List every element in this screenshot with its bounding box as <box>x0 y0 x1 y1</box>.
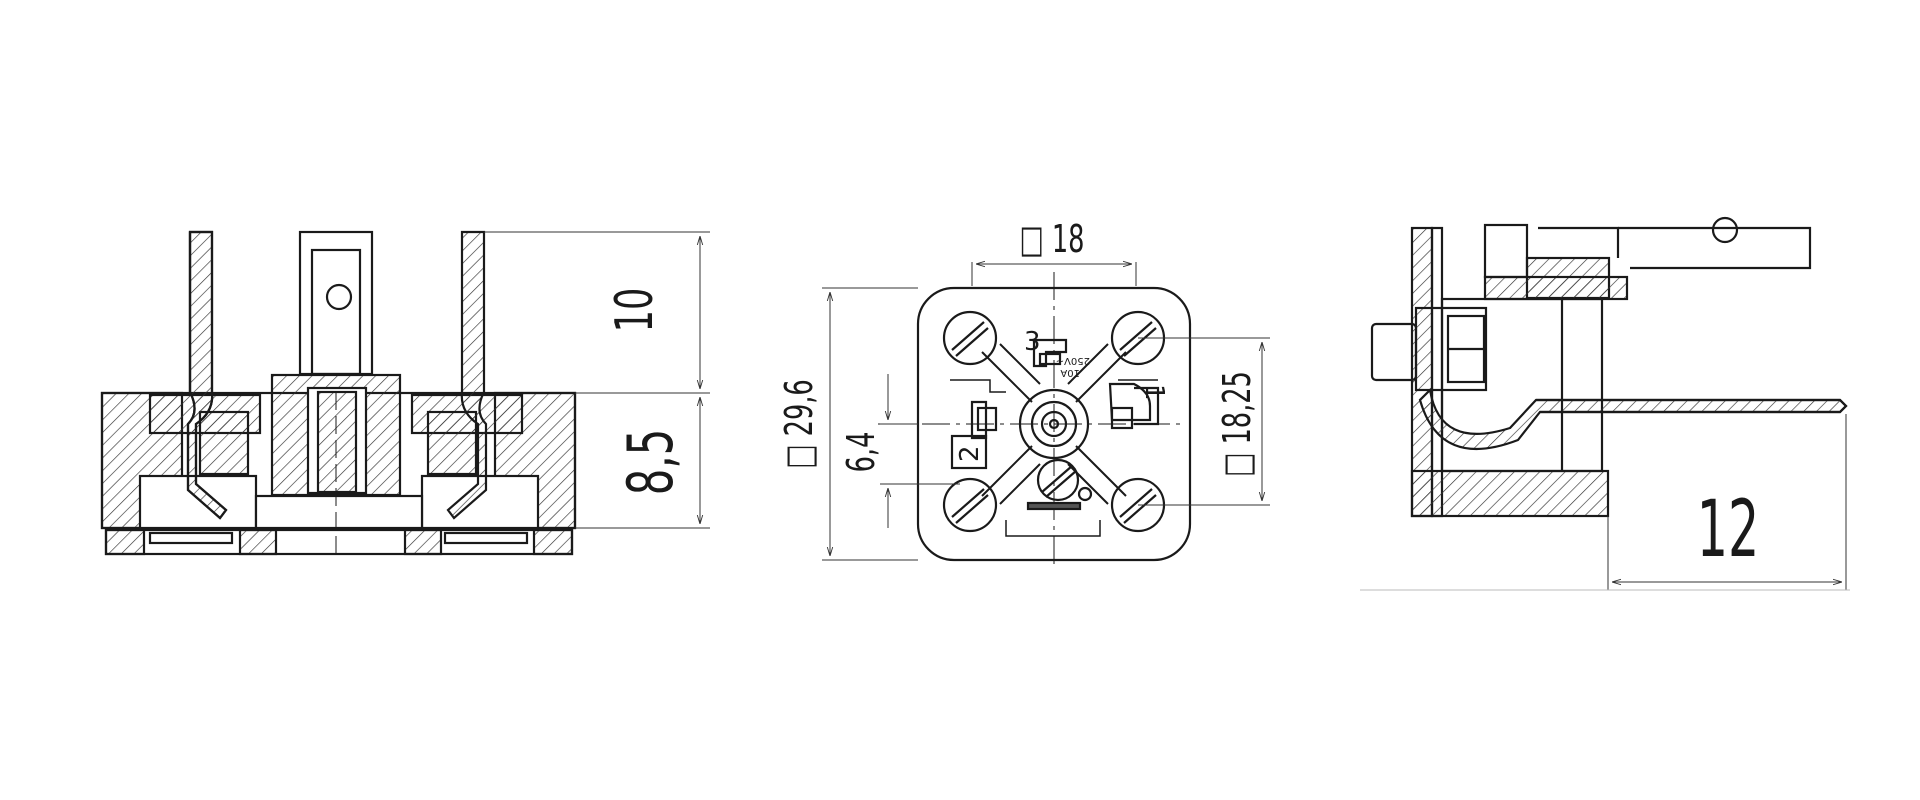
side-pin-center <box>298 230 374 376</box>
dim-length: 12 <box>1697 484 1759 574</box>
end-blade <box>1418 387 1848 450</box>
side-view <box>100 230 710 556</box>
rating-current: 10A <box>1060 367 1080 378</box>
end-cable-gland <box>1370 322 1418 382</box>
front-ground-terminal <box>1036 458 1080 502</box>
dim-center-offset: 6,4 <box>839 432 883 473</box>
front-contact-1 <box>1108 382 1160 430</box>
rating-voltage: 250V~ <box>1056 355 1090 366</box>
front-screw-top-left <box>942 310 998 366</box>
front-screw-top-right <box>1110 310 1166 366</box>
pin-label-1: 1 <box>1139 384 1169 401</box>
dim-screw-pitch: □ 18,25 <box>1215 371 1259 477</box>
dim-outer-height: □ 29,6 <box>777 379 821 468</box>
front-screw-bottom-left <box>942 477 998 533</box>
front-view <box>822 262 1270 566</box>
front-contact-3 <box>1032 338 1068 368</box>
dim-inner-width: □ 18 <box>1020 217 1085 261</box>
dim-pin-height: 10 <box>603 288 664 333</box>
pin-label-3: 3 <box>1024 327 1041 357</box>
end-bottom-block <box>1410 469 1610 518</box>
pin-label-2: 2 <box>955 445 985 462</box>
front-contact-2 <box>950 400 998 470</box>
front-center-terminal <box>1018 388 1090 460</box>
side-pin-hole <box>325 283 353 311</box>
dim-body-height: 8,5 <box>614 429 686 496</box>
end-view <box>1360 216 1850 591</box>
side-pin-right <box>446 230 488 520</box>
end-pin-hole <box>1711 216 1739 244</box>
